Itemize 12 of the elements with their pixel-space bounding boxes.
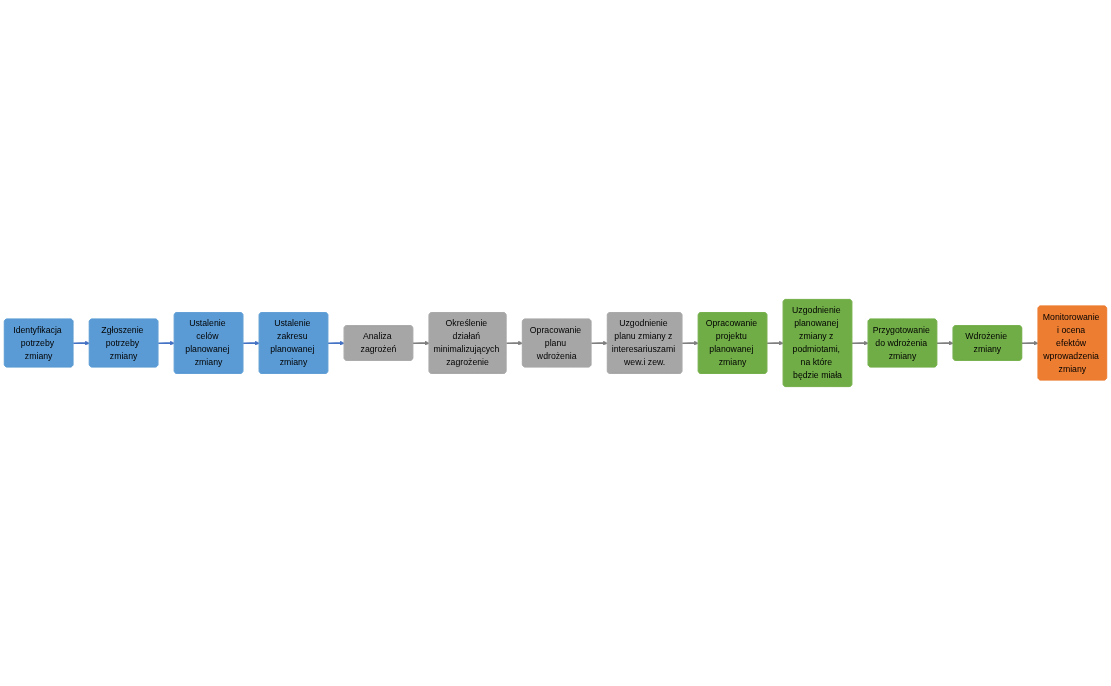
arrow xyxy=(505,340,523,346)
arrow xyxy=(157,340,175,346)
arrow xyxy=(1021,340,1039,346)
arrow xyxy=(327,340,345,346)
arrow xyxy=(72,340,90,346)
arrow xyxy=(412,340,430,346)
arrow xyxy=(851,340,869,346)
arrow xyxy=(242,340,260,346)
arrow xyxy=(936,340,954,346)
arrow xyxy=(766,340,784,346)
arrow xyxy=(590,340,608,346)
arrow xyxy=(681,340,699,346)
